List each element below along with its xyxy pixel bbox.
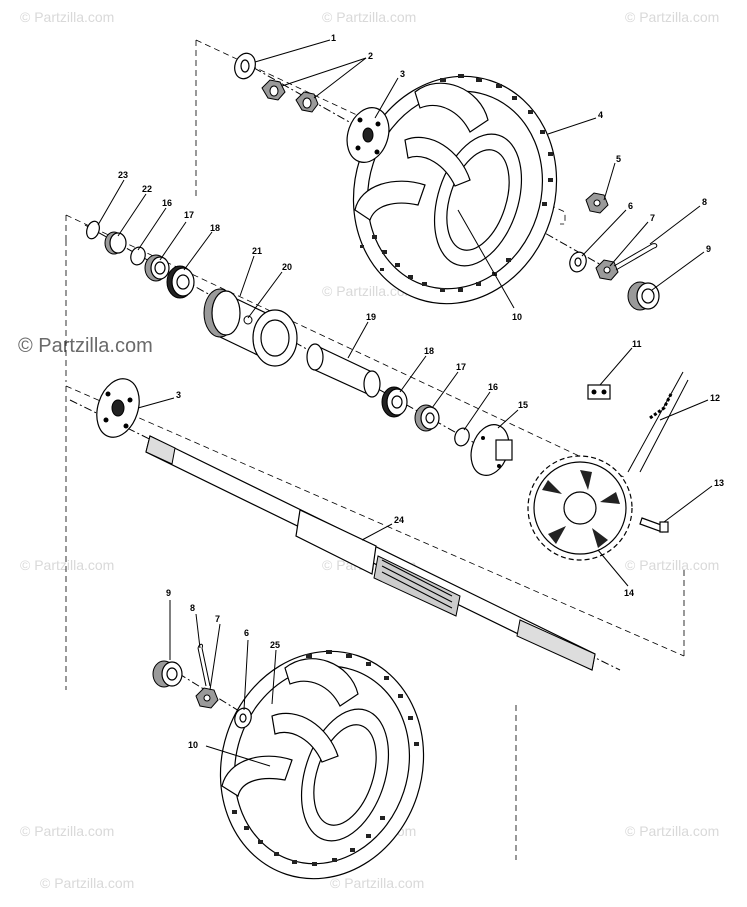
watermark-text: © Partzilla.com bbox=[20, 823, 114, 839]
callout-18-lower: 18 bbox=[424, 346, 434, 356]
bearing-part-18-lower bbox=[381, 386, 408, 418]
watermark-text: © Partzilla.com bbox=[40, 875, 134, 891]
callout-17-lower: 17 bbox=[456, 362, 466, 372]
watermark-main: © Partzilla.com bbox=[18, 335, 153, 357]
callout-15: 15 bbox=[518, 400, 528, 410]
upper-wheel-tire bbox=[352, 74, 558, 305]
callout-24: 24 bbox=[394, 515, 404, 525]
spacer-part-22 bbox=[104, 231, 127, 255]
watermark-text: © Partzilla.com bbox=[20, 557, 114, 573]
washer-part-6-lower bbox=[234, 707, 252, 729]
callout-21: 21 bbox=[252, 246, 262, 256]
callout-5: 5 bbox=[616, 154, 621, 164]
callout-18-upper: 18 bbox=[210, 223, 220, 233]
callout-16-upper: 16 bbox=[162, 198, 172, 208]
sprocket-hub-part-15 bbox=[470, 424, 513, 476]
callout-3-upper: 3 bbox=[400, 69, 405, 79]
callout-9-upper: 9 bbox=[706, 244, 711, 254]
callout-7-upper: 7 bbox=[650, 213, 655, 223]
callout-6-lower: 6 bbox=[244, 628, 249, 638]
callout-9-lower: 9 bbox=[166, 588, 171, 598]
callout-23: 23 bbox=[118, 170, 128, 180]
watermark-text: © Partzilla.com bbox=[330, 875, 424, 891]
sprocket-part-14 bbox=[527, 455, 633, 561]
callout-2: 2 bbox=[368, 51, 373, 61]
callout-8-lower: 8 bbox=[190, 603, 195, 613]
watermark-text: © Partzilla.com bbox=[322, 283, 416, 299]
tube-part-19 bbox=[306, 343, 381, 398]
callout-8-upper: 8 bbox=[702, 197, 707, 207]
chain-part-12 bbox=[627, 371, 689, 473]
callout-14: 14 bbox=[624, 588, 634, 598]
watermark-text: © Partzilla.com bbox=[625, 823, 719, 839]
cap-part-9-upper bbox=[627, 281, 660, 311]
leader-lines bbox=[97, 39, 713, 767]
callout-10-lower: 10 bbox=[188, 740, 198, 750]
o-ring-part-16-lower bbox=[454, 427, 470, 447]
nut-part-2 bbox=[261, 79, 319, 113]
callout-10-upper: 10 bbox=[512, 312, 522, 322]
washer-part-1 bbox=[234, 52, 256, 80]
cap-part-9-lower bbox=[152, 660, 183, 688]
callout-19: 19 bbox=[366, 312, 376, 322]
castle-nut-part-7-lower bbox=[195, 687, 219, 709]
snap-ring-part-23 bbox=[86, 220, 100, 240]
washer-part-6-upper bbox=[569, 251, 587, 273]
hub-part-3-upper bbox=[346, 107, 390, 163]
bearing-part-18-upper bbox=[166, 265, 195, 299]
callout-25: 25 bbox=[270, 640, 280, 650]
castle-nut-part-7-upper bbox=[595, 259, 619, 281]
bolts-part-11 bbox=[587, 384, 611, 400]
callout-12: 12 bbox=[710, 393, 720, 403]
carrier-part-21 bbox=[203, 288, 298, 367]
seal-part-17-lower bbox=[414, 404, 440, 432]
watermark-text: © Partzilla.com bbox=[625, 9, 719, 25]
nut-part-5 bbox=[585, 192, 609, 214]
seal-part-17-upper bbox=[144, 254, 170, 282]
cotter-pin-part-8-lower bbox=[197, 643, 211, 687]
callout-1: 1 bbox=[331, 33, 336, 43]
bolt-part-13 bbox=[639, 517, 669, 533]
callout-20: 20 bbox=[282, 262, 292, 272]
callout-17-upper: 17 bbox=[184, 210, 194, 220]
callout-16-lower: 16 bbox=[488, 382, 498, 392]
callout-7-lower: 7 bbox=[215, 614, 220, 624]
watermark-text: © Partzilla.com bbox=[20, 9, 114, 25]
axle-part-24 bbox=[145, 435, 596, 671]
callout-3-lower: 3 bbox=[176, 390, 181, 400]
o-ring-part-16-upper bbox=[130, 246, 146, 266]
hub-part-3-lower bbox=[96, 378, 140, 438]
watermark-text: © Partzilla.com bbox=[625, 557, 719, 573]
callout-4: 4 bbox=[598, 110, 603, 120]
lower-wheel-tire bbox=[219, 650, 425, 880]
callout-11: 11 bbox=[632, 339, 642, 349]
callout-6-upper: 6 bbox=[628, 201, 633, 211]
callout-13: 13 bbox=[714, 478, 724, 488]
watermark-text: © Partzilla.com bbox=[322, 9, 416, 25]
cotter-pin-part-8-upper bbox=[613, 243, 658, 271]
callout-22: 22 bbox=[142, 184, 152, 194]
callout-labels: 1 2 3 4 5 6 7 8 9 10 11 12 13 14 15 16 1… bbox=[118, 33, 724, 750]
